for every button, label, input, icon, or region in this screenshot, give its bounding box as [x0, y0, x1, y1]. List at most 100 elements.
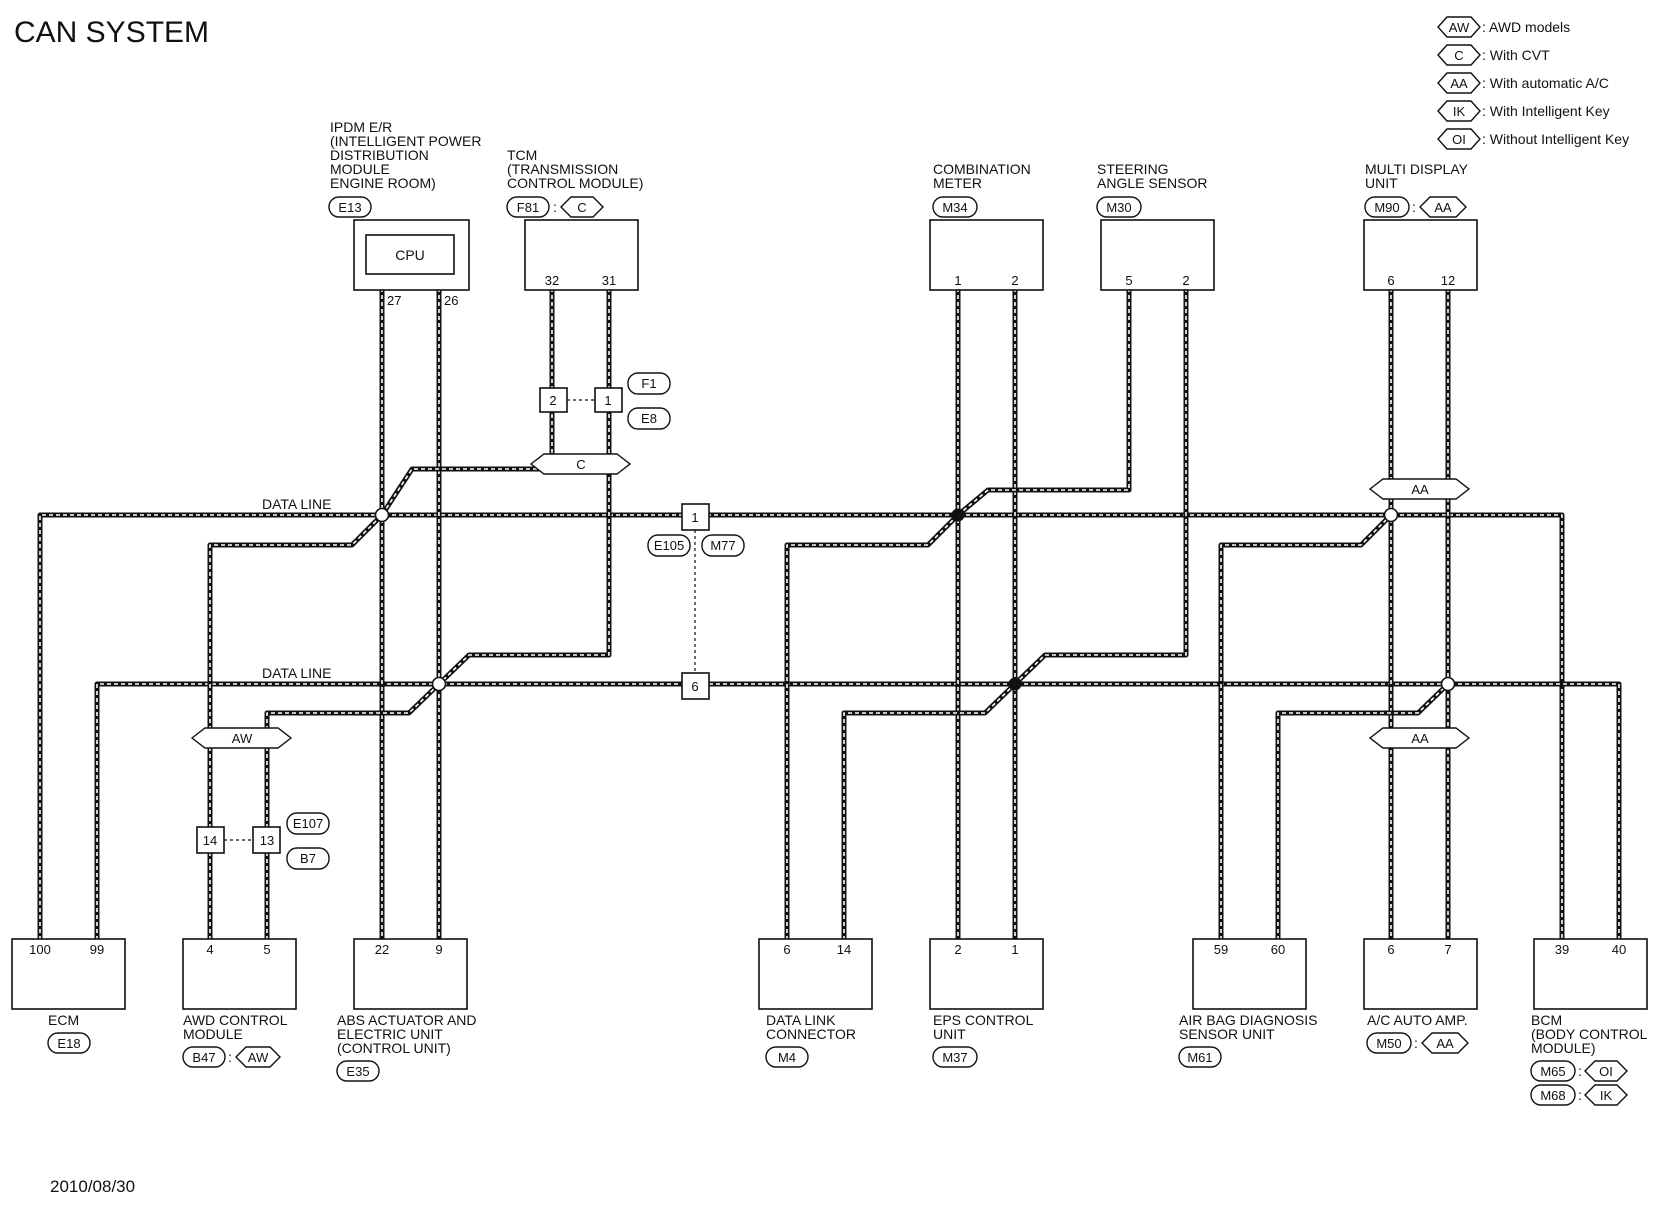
- module-abs-actuator: 22 9 ABS ACTUATOR AND ELECTRIC UNIT (CON…: [336, 938, 477, 1082]
- svg-text:6: 6: [1387, 273, 1394, 288]
- svg-text:EPS CONTROL: EPS CONTROL: [933, 1012, 1034, 1028]
- svg-text:DISTRIBUTION: DISTRIBUTION: [330, 147, 429, 163]
- svg-text:M61: M61: [1187, 1050, 1212, 1065]
- svg-text:6: 6: [1387, 942, 1394, 957]
- svg-text:IPDM E/R: IPDM E/R: [330, 119, 392, 135]
- junction-main: 1 6 E105 M77: [647, 503, 745, 700]
- svg-text:ENGINE ROOM): ENGINE ROOM): [330, 175, 436, 191]
- svg-text:COMBINATION: COMBINATION: [933, 161, 1031, 177]
- svg-text:13: 13: [260, 833, 274, 848]
- can-low-line: [94, 681, 1622, 940]
- svg-text:22: 22: [375, 942, 389, 957]
- svg-text:IK: IK: [1600, 1088, 1613, 1103]
- splice-point: [374, 507, 390, 523]
- data-line-label: DATA LINE: [262, 665, 332, 681]
- splice-point: [431, 676, 447, 692]
- svg-text:M4: M4: [778, 1050, 796, 1065]
- svg-text:: With Intelligent Key: : With Intelligent Key: [1482, 103, 1610, 119]
- module-ipdm: IPDM E/R (INTELLIGENT POWER DISTRIBUTION…: [328, 119, 481, 308]
- module-eps-control-unit: 2 1 EPS CONTROL UNIT M37: [929, 938, 1044, 1068]
- svg-text:METER: METER: [933, 175, 982, 191]
- svg-text:2: 2: [549, 393, 556, 408]
- svg-text:9: 9: [435, 942, 442, 957]
- svg-text:AA: AA: [1411, 731, 1429, 746]
- svg-text:60: 60: [1271, 942, 1285, 957]
- svg-text:B7: B7: [300, 851, 316, 866]
- svg-text:UNIT: UNIT: [1365, 175, 1398, 191]
- svg-text:5: 5: [1125, 273, 1132, 288]
- svg-text:MULTI DISPLAY: MULTI DISPLAY: [1365, 161, 1469, 177]
- svg-text:AWD CONTROL: AWD CONTROL: [183, 1012, 288, 1028]
- module-bcm: 39 40 BCM (BODY CONTROL MODULE) M65 : OI…: [1530, 938, 1648, 1106]
- svg-text:39: 39: [1555, 942, 1569, 957]
- svg-text:AA: AA: [1434, 200, 1452, 215]
- svg-text:4: 4: [206, 942, 213, 957]
- splice-points: [374, 507, 1456, 692]
- svg-text:AA: AA: [1436, 1036, 1454, 1051]
- svg-text:6: 6: [783, 942, 790, 957]
- svg-text:1: 1: [604, 393, 611, 408]
- svg-text:MODULE): MODULE): [1531, 1040, 1596, 1056]
- can-high-line: [37, 512, 1565, 940]
- svg-text:DATA LINK: DATA LINK: [766, 1012, 836, 1028]
- module-combination-meter: COMBINATION METER M34 1 2: [929, 161, 1044, 291]
- svg-text:C: C: [577, 200, 586, 215]
- junction-tcm: 2 1 F1 E8: [539, 372, 671, 430]
- svg-text:6: 6: [691, 679, 698, 694]
- svg-text:: With automatic A/C: : With automatic A/C: [1482, 75, 1609, 91]
- svg-text:OI: OI: [1452, 132, 1466, 147]
- module-air-bag-diagnosis-sensor: 59 60 AIR BAG DIAGNOSIS SENSOR UNIT M61: [1178, 938, 1317, 1068]
- module-ac-auto-amp: 6 7 A/C AUTO AMP. M50 : AA: [1363, 938, 1478, 1054]
- diagram-date: 2010/08/30: [50, 1177, 135, 1196]
- legend-item: C : With CVT: [1437, 44, 1550, 66]
- svg-text:40: 40: [1612, 942, 1626, 957]
- svg-text:AA: AA: [1450, 76, 1468, 91]
- svg-text::: :: [1578, 1063, 1582, 1079]
- svg-text:(CONTROL UNIT): (CONTROL UNIT): [337, 1040, 451, 1056]
- data-line-label: DATA LINE: [262, 496, 332, 512]
- svg-text:1: 1: [954, 273, 961, 288]
- svg-text:MODULE: MODULE: [183, 1026, 243, 1042]
- svg-text:SENSOR UNIT: SENSOR UNIT: [1179, 1026, 1275, 1042]
- svg-text:AW: AW: [248, 1050, 269, 1065]
- svg-text:AA: AA: [1411, 482, 1429, 497]
- svg-text:MODULE: MODULE: [330, 161, 390, 177]
- svg-text:31: 31: [602, 273, 616, 288]
- module-steering-angle-sensor: STEERING ANGLE SENSOR M30 5 2: [1096, 161, 1215, 291]
- svg-text:E18: E18: [57, 1036, 80, 1051]
- svg-text:M50: M50: [1376, 1036, 1401, 1051]
- svg-text:99: 99: [90, 942, 104, 957]
- svg-text:E107: E107: [293, 816, 323, 831]
- legend-item: AW : AWD models: [1437, 16, 1570, 38]
- svg-text::: :: [1414, 1035, 1418, 1051]
- svg-text:AW: AW: [232, 731, 253, 746]
- svg-text:26: 26: [444, 293, 458, 308]
- svg-text:: AWD models: : AWD models: [1482, 19, 1570, 35]
- svg-text:BCM: BCM: [1531, 1012, 1562, 1028]
- svg-text:1: 1: [691, 510, 698, 525]
- module-multi-display-unit: MULTI DISPLAY UNIT M90 : AA 6 12: [1363, 161, 1478, 291]
- svg-text:F1: F1: [641, 376, 656, 391]
- svg-text:59: 59: [1214, 942, 1228, 957]
- svg-text:M30: M30: [1106, 200, 1131, 215]
- svg-text:CONNECTOR: CONNECTOR: [766, 1026, 856, 1042]
- svg-text:UNIT: UNIT: [933, 1026, 966, 1042]
- svg-text:ANGLE SENSOR: ANGLE SENSOR: [1097, 175, 1207, 191]
- junction-awd: 14 13 E107 B7: [196, 812, 330, 870]
- svg-text:(INTELLIGENT POWER: (INTELLIGENT POWER: [330, 133, 481, 149]
- svg-text:14: 14: [203, 833, 217, 848]
- svg-text:A/C AUTO AMP.: A/C AUTO AMP.: [1367, 1012, 1468, 1028]
- svg-text:E8: E8: [641, 411, 657, 426]
- svg-text:F81: F81: [517, 200, 539, 215]
- svg-text:AIR BAG DIAGNOSIS: AIR BAG DIAGNOSIS: [1179, 1012, 1317, 1028]
- svg-text:CPU: CPU: [395, 247, 425, 263]
- svg-text::: :: [553, 199, 557, 215]
- splice-point: [1440, 676, 1456, 692]
- module-data-link-connector: 6 14 DATA LINK CONNECTOR M4: [758, 938, 873, 1068]
- svg-text:C: C: [1454, 48, 1463, 63]
- module-ecm: 100 99 ECM E18: [11, 938, 126, 1054]
- svg-text:M90: M90: [1374, 200, 1399, 215]
- svg-text:OI: OI: [1599, 1064, 1613, 1079]
- svg-text:2: 2: [954, 942, 961, 957]
- svg-text:M77: M77: [710, 538, 735, 553]
